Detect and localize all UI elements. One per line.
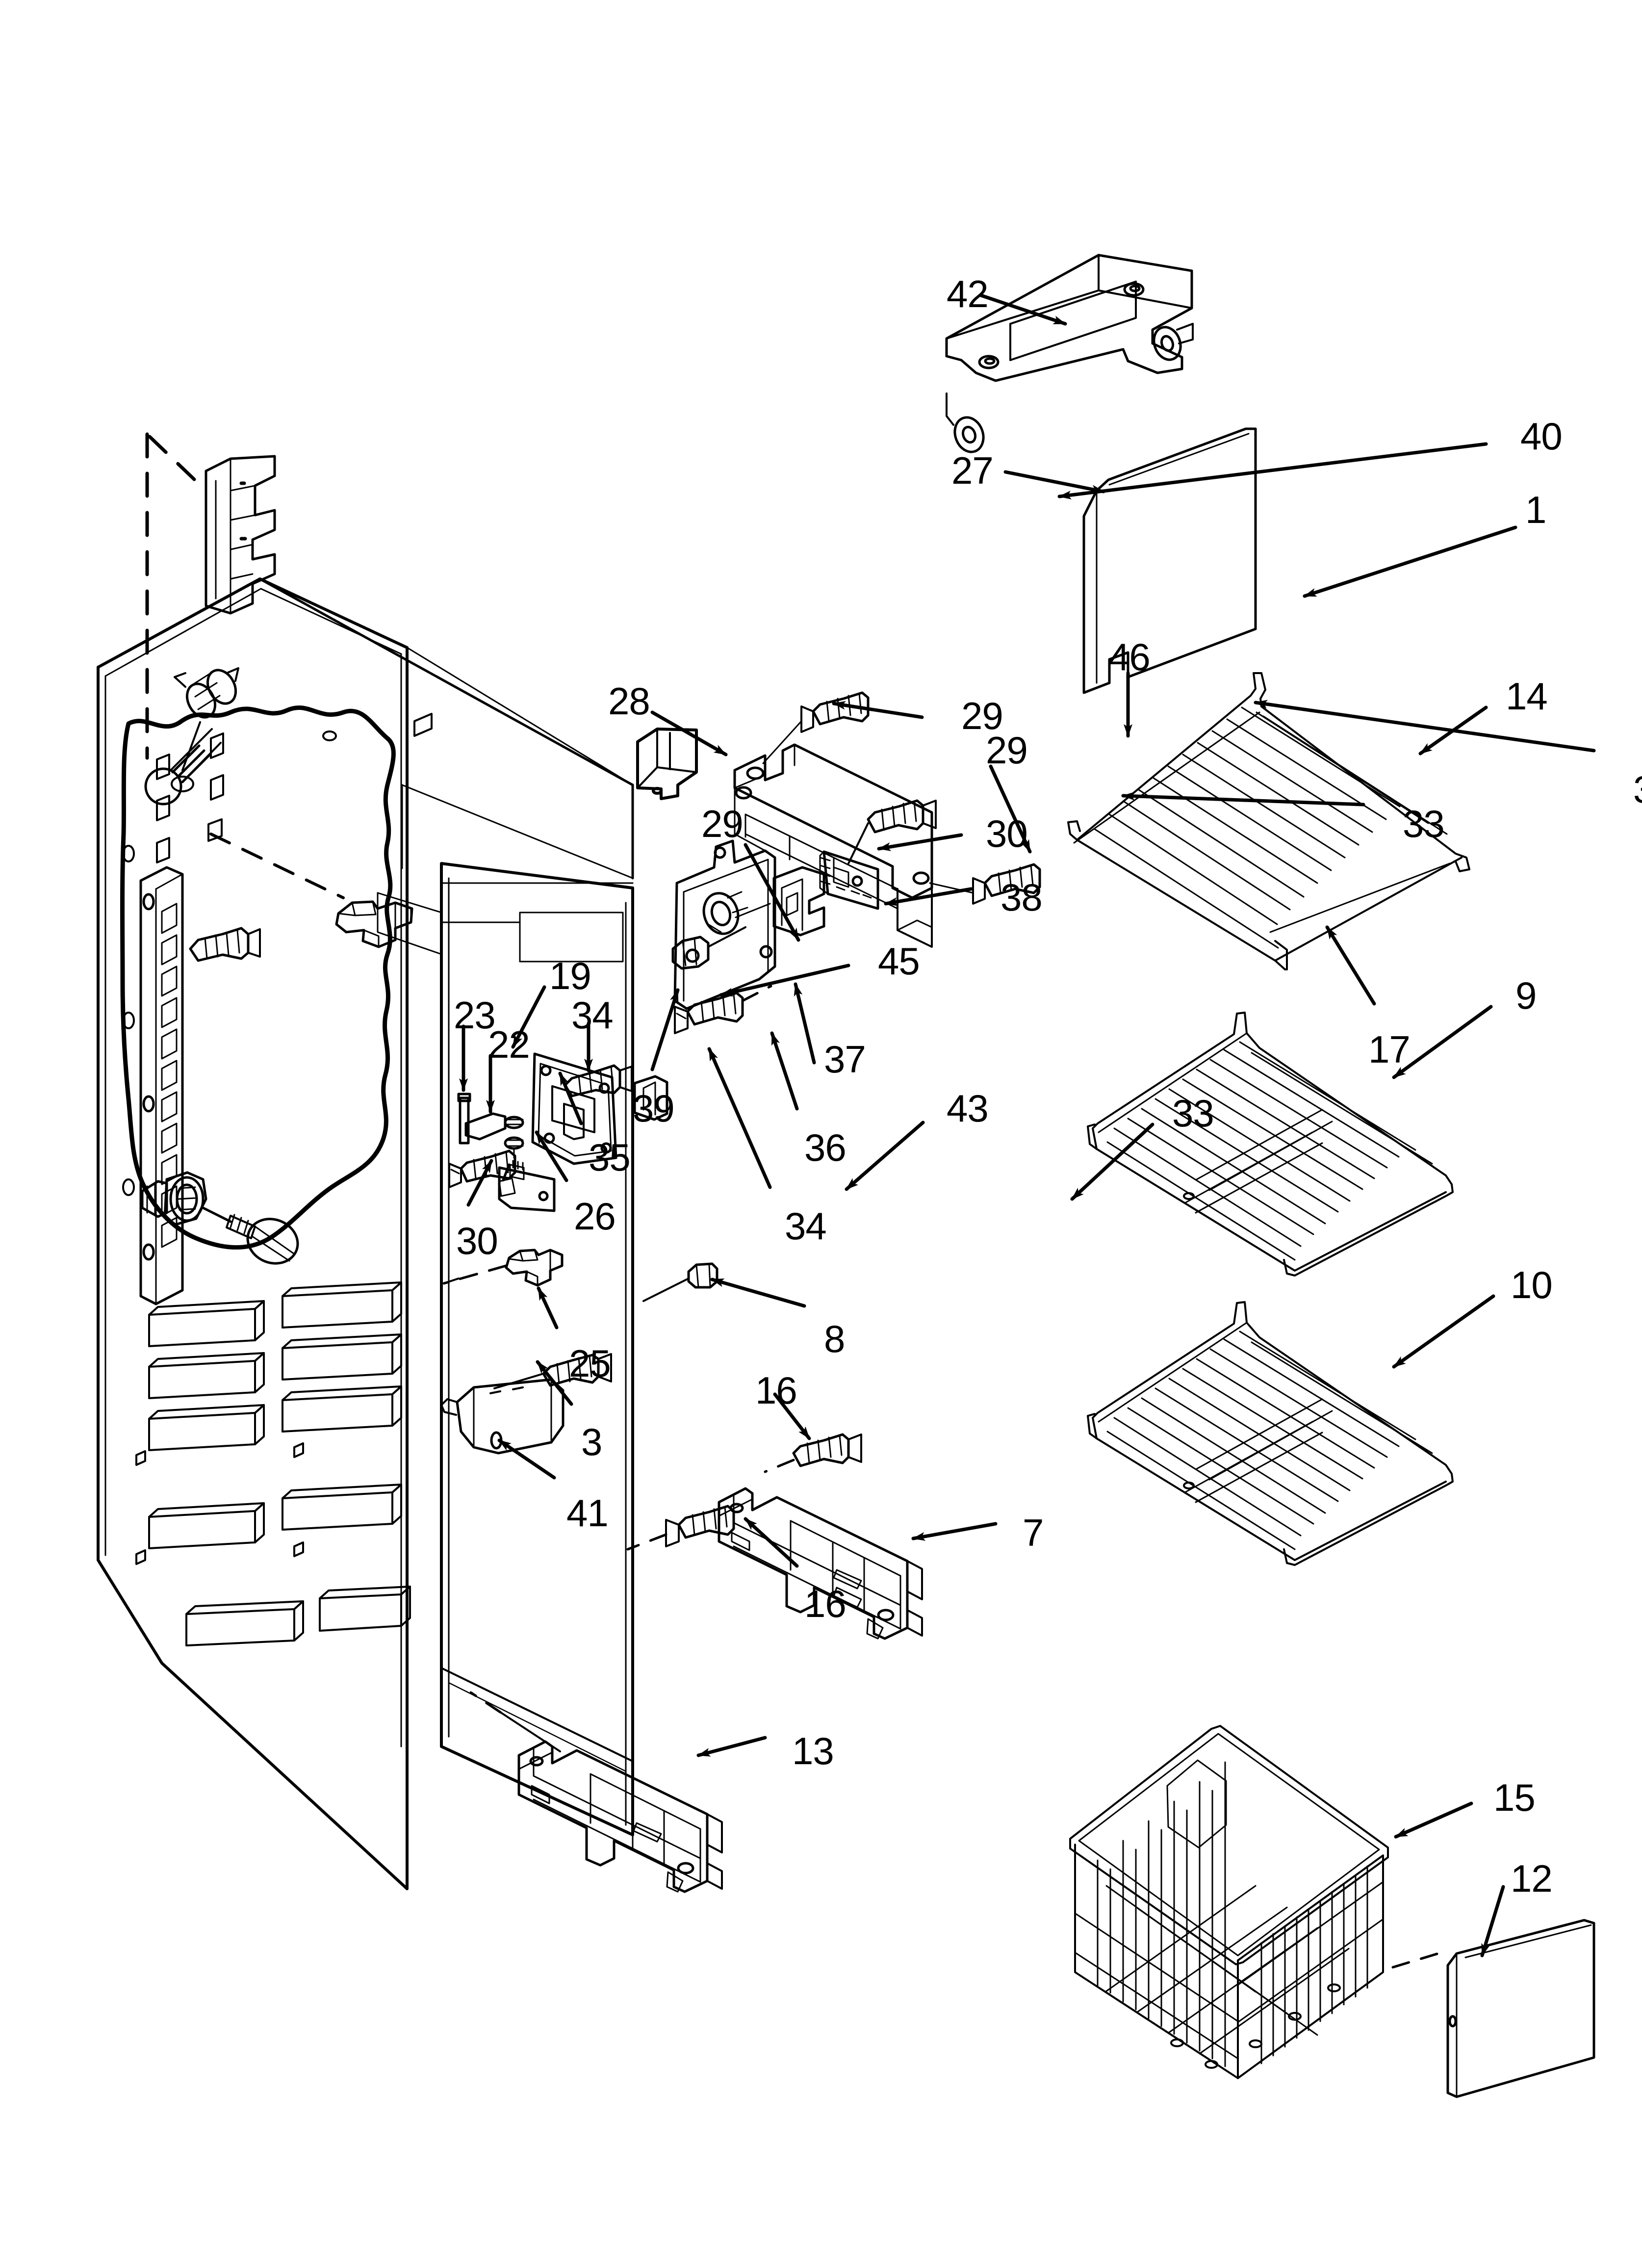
callout-number-27: 27 — [951, 449, 994, 492]
part-29-screw-b — [972, 863, 1041, 905]
cutaway-outline — [120, 705, 396, 1250]
callout-number-30-lower: 30 — [456, 1219, 498, 1262]
callout-number-36: 36 — [804, 1126, 847, 1169]
callout-number-35: 35 — [589, 1136, 631, 1179]
part-46-bracket-block — [636, 728, 698, 800]
part-29-screw-left — [189, 927, 261, 962]
part-26-thermostat — [498, 1160, 556, 1212]
callout-number-45: 45 — [878, 939, 920, 983]
callout-number-7: 7 — [1023, 1511, 1044, 1554]
part-39-plug-button — [671, 936, 710, 970]
part-16-screw-lower — [665, 1505, 735, 1547]
part-16-screw-upper — [792, 1433, 862, 1467]
callout-number-10: 10 — [1511, 1263, 1553, 1306]
callout-number-29-a: 29 — [961, 694, 1003, 737]
callout-number-30-upper: 30 — [986, 812, 1028, 855]
part-42-ice-bin-bracket — [945, 254, 1194, 453]
callout-number-38: 38 — [1001, 876, 1043, 919]
callout-number-13: 13 — [792, 1729, 834, 1773]
callout-number-17: 17 — [1368, 1028, 1411, 1071]
callout-number-34-upper: 34 — [571, 993, 614, 1037]
part-36-damper-control — [673, 839, 776, 1010]
liner-vent-louvres — [135, 1281, 411, 1646]
callout-number-19: 19 — [549, 954, 591, 997]
callout-number-1: 1 — [1525, 488, 1546, 531]
callout-number-8: 8 — [824, 1317, 845, 1360]
part-13-slide-rail-left — [517, 1740, 723, 1893]
callout-number-37: 37 — [824, 1038, 866, 1081]
part-32-grommet — [174, 667, 239, 719]
callout-number-41: 41 — [566, 1491, 609, 1535]
part-22-lever — [464, 1112, 524, 1159]
part-12-basket-panel — [1446, 1919, 1595, 2098]
part-37-mounting-plate — [772, 866, 825, 937]
part-35-cover-cap — [633, 1075, 668, 1121]
part-33-bulb-lower — [202, 1206, 299, 1265]
callout-number-12: 12 — [1511, 1857, 1553, 1900]
callout-number-25: 25 — [569, 1342, 611, 1385]
callout-number-46: 46 — [1108, 635, 1151, 678]
part-27-divider-panel — [1082, 427, 1257, 694]
callout-number-3: 3 — [581, 1420, 602, 1463]
part-38-control-board — [819, 850, 879, 910]
callout-number-9: 9 — [1515, 974, 1537, 1017]
part-3-screw — [542, 1353, 612, 1387]
part-43-lamp-socket — [141, 1171, 207, 1226]
part-34-screw-upper — [564, 1064, 633, 1097]
part-40-clip — [205, 455, 276, 615]
part-30-screw-upper — [867, 799, 937, 834]
part-23-pin — [457, 1093, 471, 1145]
callout-number-29-left: 29 — [701, 802, 744, 845]
callout-number-32: 32 — [1633, 770, 1642, 808]
callout-number-33-lower: 33 — [1172, 1092, 1214, 1135]
callout-number-29-b: 29 — [986, 729, 1028, 772]
callout-number-33-top: 33 — [1403, 802, 1445, 845]
callout-number-40: 40 — [1520, 415, 1563, 458]
part-7-slide-rail-right — [718, 1487, 923, 1640]
part-9-shelf — [1087, 1012, 1454, 1277]
callout-number-16-lower: 16 — [804, 1582, 847, 1625]
callout-number-22: 22 — [488, 1023, 530, 1066]
callout-number-15: 15 — [1493, 1776, 1536, 1819]
part-10-shelf — [1087, 1301, 1454, 1566]
part-45-shelf-ladder — [139, 866, 184, 1305]
callout-number-23: 23 — [454, 993, 496, 1037]
callout-number-34-lower: 34 — [785, 1204, 827, 1248]
callout-number-28: 28 — [608, 679, 650, 723]
callout-number-26: 26 — [574, 1195, 616, 1238]
part-8-push-pin — [687, 1262, 718, 1289]
callout-number-43: 43 — [947, 1087, 989, 1130]
callout-number-39: 39 — [633, 1087, 675, 1130]
part-17-wire-clip — [335, 900, 413, 948]
callout-number-42: 42 — [947, 272, 989, 315]
part-29-screw-a — [800, 691, 870, 733]
callout-number-14: 14 — [1506, 675, 1548, 718]
callout-number-16-upper: 16 — [755, 1369, 797, 1412]
part-25-wire-clip — [505, 1249, 564, 1287]
part-15-freezer-basket — [1069, 1725, 1389, 2079]
part-34-screw-lower — [674, 991, 744, 1034]
part-28-chute-housing — [733, 743, 933, 948]
part-14-shelf — [1067, 672, 1470, 970]
